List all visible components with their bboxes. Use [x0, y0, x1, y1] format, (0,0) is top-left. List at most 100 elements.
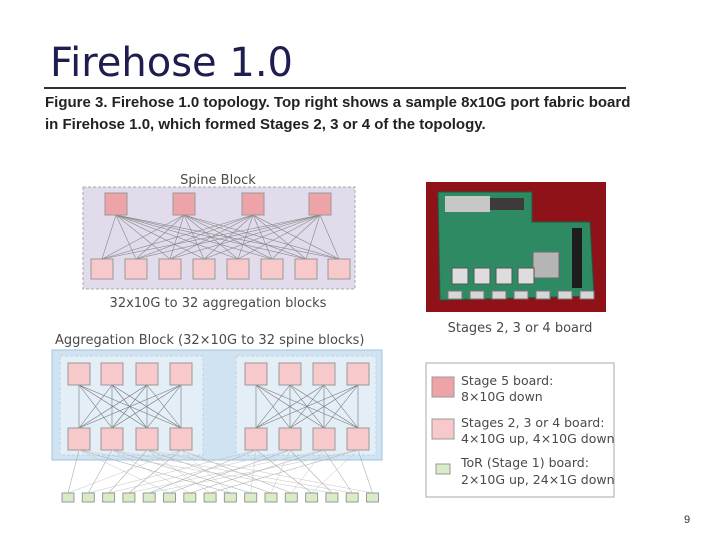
- aggregation-upper-board: [278, 362, 302, 386]
- spine-bottom-boards: [90, 258, 351, 280]
- board-port: [579, 290, 595, 300]
- spine-link: [271, 214, 321, 260]
- slide-title: Firehose 1.0: [50, 40, 293, 86]
- aggregation-link: [323, 384, 359, 429]
- board-port: [557, 290, 573, 300]
- spine-link: [135, 214, 254, 260]
- legend-stage234-detail: 4×10G up, 4×10G down: [461, 431, 615, 446]
- board-port: [513, 290, 529, 300]
- aggregation-upper-board: [244, 362, 268, 386]
- page-number: 9: [684, 514, 691, 526]
- title-divider: [44, 87, 626, 89]
- tor-link: [149, 449, 257, 494]
- legend-stage5-detail: 8×10G down: [461, 389, 543, 404]
- aggregation-block-label: Aggregation Block (32×10G to 32 spine bl…: [55, 333, 364, 348]
- aggregation-link: [255, 384, 291, 429]
- tor-link: [111, 449, 190, 494]
- spine-stage234-board: [260, 258, 284, 280]
- aggregation-link: [255, 384, 359, 429]
- tor-board: [81, 492, 95, 503]
- spine-block-label: Spine Block: [180, 173, 256, 188]
- spine-link: [237, 214, 321, 260]
- tor-board: [366, 492, 379, 503]
- aggregation-link: [289, 384, 359, 429]
- spine-link: [135, 214, 185, 260]
- aggregation-lower-board: [312, 427, 336, 451]
- board-switch-chip: [495, 267, 513, 285]
- board-port: [447, 290, 463, 300]
- board-edge-connector: [572, 228, 582, 288]
- tor-link: [78, 449, 170, 494]
- figure-caption: Figure 3. Firehose 1.0 topology. Top rig…: [45, 94, 631, 133]
- legend-tor-detail: 2×10G up, 24×1G down: [461, 472, 615, 487]
- tor-board: [284, 492, 298, 503]
- tor-link: [180, 449, 292, 494]
- spine-stage5-board: [172, 192, 196, 216]
- legend-tor-title: ToR (Stage 1) board:: [460, 455, 589, 470]
- spine-stage5-board: [308, 192, 332, 216]
- board-ports: [447, 290, 595, 300]
- spine-stage234-board: [90, 258, 114, 280]
- aggregation-link: [78, 384, 148, 429]
- tor-board: [325, 492, 339, 503]
- spine-link: [319, 214, 340, 260]
- tor-link: [108, 449, 148, 494]
- tor-link: [108, 449, 291, 494]
- tor-links: [67, 449, 373, 494]
- tor-link: [128, 449, 325, 494]
- spine-link: [101, 214, 117, 260]
- spine-link: [203, 214, 321, 260]
- tor-link: [111, 449, 251, 494]
- tor-board: [264, 492, 278, 503]
- spine-link: [305, 214, 321, 260]
- aggregation-lower-board: [346, 427, 370, 451]
- tor-link: [78, 449, 332, 494]
- aggregation-lower-board: [100, 427, 124, 451]
- aggregation-upper-board: [346, 362, 370, 386]
- legend-swatch-stage5: [431, 376, 455, 398]
- tor-link: [146, 449, 211, 494]
- board-switch-chip: [473, 267, 491, 285]
- aggregation-upper-board: [169, 362, 193, 386]
- board-processor: [532, 251, 560, 279]
- aggregation-upper-board: [312, 362, 336, 386]
- tor-link: [88, 449, 113, 494]
- tor-link: [311, 449, 359, 494]
- spine-link: [101, 214, 254, 260]
- legend-swatch-stage234: [431, 418, 455, 440]
- aggregation-links: [78, 384, 359, 429]
- spine-stage234-board: [294, 258, 318, 280]
- board-port: [469, 290, 485, 300]
- legend-swatch-tor: [435, 463, 451, 475]
- tor-boards: [61, 492, 379, 503]
- tor-link: [146, 449, 272, 494]
- board-chips: [451, 267, 535, 285]
- legend: [425, 362, 615, 498]
- tor-board: [223, 492, 237, 503]
- tor-link: [88, 449, 257, 494]
- tor-link: [250, 449, 257, 494]
- aggregation-upper-board: [135, 362, 159, 386]
- tor-link: [169, 449, 291, 494]
- board-port: [491, 290, 507, 300]
- tor-link: [67, 449, 80, 494]
- spine-link: [101, 214, 185, 260]
- tor-board: [203, 492, 217, 503]
- tor-board: [142, 492, 156, 503]
- tor-board: [61, 492, 75, 503]
- aggregation-lower-board: [169, 427, 193, 451]
- spine-stage5-board: [104, 192, 128, 216]
- board-port: [535, 290, 551, 300]
- aggregation-lower-board: [67, 427, 91, 451]
- legend-stage234-title: Stages 2, 3 or 4 board:: [461, 415, 604, 430]
- tor-board: [163, 492, 176, 503]
- tor-link: [323, 449, 353, 494]
- aggregation-link: [255, 384, 325, 429]
- photo-caption: Stages 2, 3 or 4 board: [448, 321, 593, 336]
- legend-stage5-title: Stage 5 board:: [461, 373, 553, 388]
- tor-board: [183, 492, 197, 503]
- board-switch-chip: [451, 267, 469, 285]
- spine-links: [101, 214, 340, 260]
- spine-stage234-board: [327, 258, 351, 280]
